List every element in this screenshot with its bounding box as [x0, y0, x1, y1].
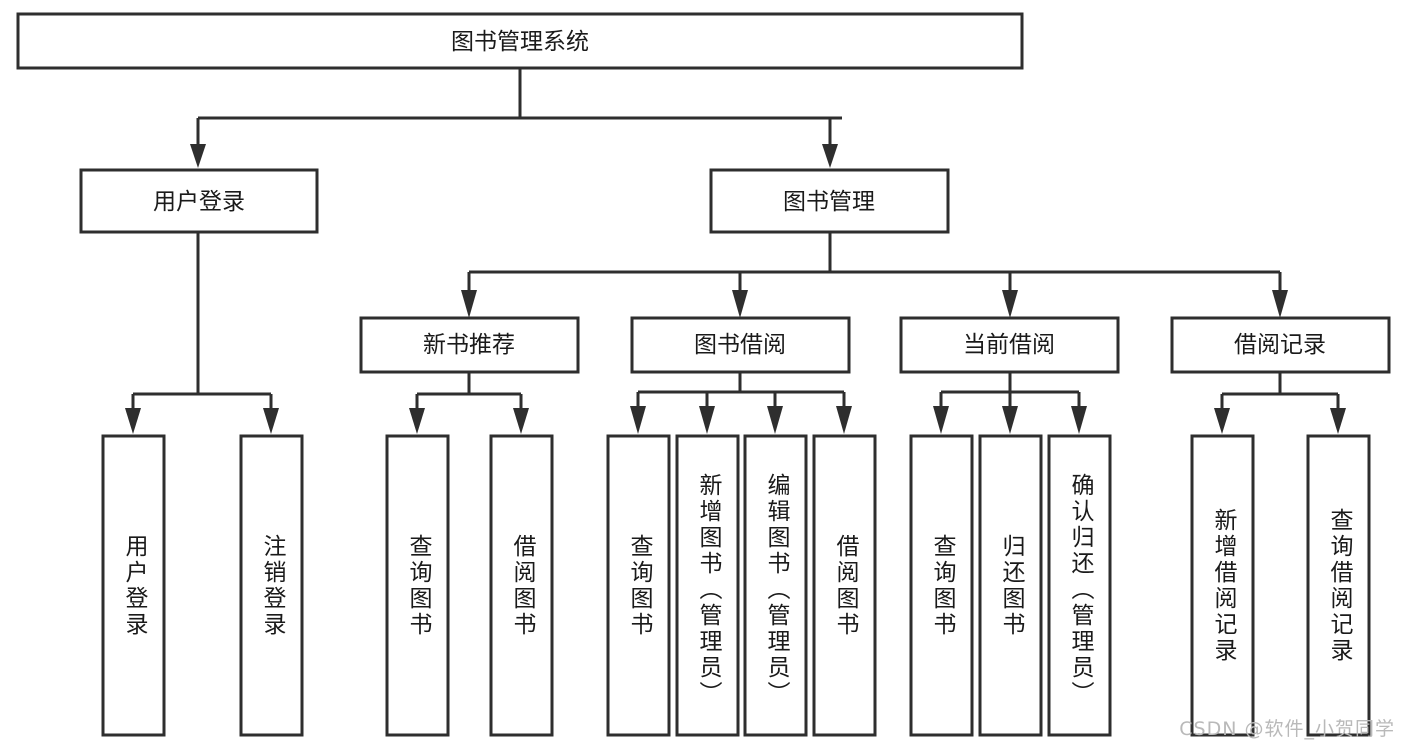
- arrowhead-current-borrow: [1002, 290, 1018, 318]
- leaf-box-new-book-1[interactable]: [385, 434, 450, 737]
- leaf-box-book-borrow-1[interactable]: [606, 434, 671, 737]
- edges-user-login-to-leaves: [125, 232, 279, 434]
- current-borrow-box[interactable]: [899, 316, 1120, 374]
- arrowhead-ul-child2: [263, 408, 279, 434]
- arrowhead-nb-child1: [409, 408, 425, 434]
- new-book-recommend-label: 新书推荐: [423, 332, 515, 358]
- borrow-record-label: 借阅记录: [1234, 332, 1326, 358]
- arrowhead-cb-child3: [1071, 406, 1087, 434]
- user-login-box[interactable]: [79, 168, 319, 234]
- arrowhead-cb-child2: [1002, 406, 1018, 434]
- arrowhead-bb-child2: [699, 406, 715, 434]
- leaf-boxes-current-borrow: [909, 434, 1112, 737]
- arrowhead-bb-child1: [630, 406, 646, 434]
- arrowhead-br-child2: [1330, 408, 1346, 434]
- node-new-book-recommend[interactable]: 新书推荐: [359, 316, 580, 374]
- node-user-login[interactable]: 用户登录: [79, 168, 319, 234]
- arrowhead-cb-child1: [933, 406, 949, 434]
- arrowhead-book-manage: [822, 144, 838, 168]
- leaf-boxes-new-book: [385, 434, 554, 737]
- edges-borrow-record-to-leaves: [1214, 372, 1346, 434]
- arrowhead-nb-child2: [513, 408, 529, 434]
- edges-current-borrow-to-leaves: [933, 372, 1087, 434]
- book-borrow-box[interactable]: [630, 316, 851, 374]
- node-root[interactable]: 图书管理系统: [16, 12, 1024, 70]
- leaf-boxes-user-login: [101, 434, 304, 737]
- leaf-box-book-borrow-2[interactable]: [675, 434, 740, 737]
- current-borrow-label: 当前借阅: [963, 332, 1055, 358]
- leaf-box-user-login-2[interactable]: [239, 434, 304, 737]
- node-current-borrow[interactable]: 当前借阅: [899, 316, 1120, 374]
- leaf-box-new-book-2[interactable]: [489, 434, 554, 737]
- arrowhead-bb-child4: [836, 406, 852, 434]
- book-manage-label: 图书管理: [783, 189, 875, 215]
- leaf-box-user-login-1[interactable]: [101, 434, 166, 737]
- leaf-box-current-borrow-1[interactable]: [909, 434, 974, 737]
- leaf-boxes-book-borrow: [606, 434, 877, 737]
- arrowhead-br-child1: [1214, 408, 1230, 434]
- edges-book-borrow-to-leaves: [630, 372, 852, 434]
- leaf-box-current-borrow-2[interactable]: [978, 434, 1043, 737]
- root-box[interactable]: [16, 12, 1024, 70]
- node-book-borrow[interactable]: 图书借阅: [630, 316, 851, 374]
- borrow-record-box[interactable]: [1170, 316, 1391, 374]
- leaf-boxes-borrow-record: [1190, 434, 1371, 737]
- leaf-box-book-borrow-3[interactable]: [743, 434, 808, 737]
- arrowhead-bb-child3: [767, 406, 783, 434]
- leaf-box-book-borrow-4[interactable]: [812, 434, 877, 737]
- arrowhead-book-borrow: [732, 290, 748, 318]
- new-book-recommend-box[interactable]: [359, 316, 580, 374]
- user-login-label: 用户登录: [153, 189, 245, 215]
- node-book-manage[interactable]: 图书管理: [709, 168, 950, 234]
- root-label: 图书管理系统: [451, 29, 589, 55]
- arrowhead-ul-child1: [125, 408, 141, 434]
- arrowhead-user-login: [190, 144, 206, 168]
- book-manage-box[interactable]: [709, 168, 950, 234]
- node-borrow-record[interactable]: 借阅记录: [1170, 316, 1391, 374]
- edges-root-to-level2: [190, 68, 842, 168]
- leaf-box-current-borrow-3[interactable]: [1047, 434, 1112, 737]
- leaf-box-borrow-record-1[interactable]: [1190, 434, 1255, 737]
- arrowhead-borrow-record: [1272, 290, 1288, 318]
- edges-new-book-to-leaves: [409, 372, 529, 434]
- edges-book-manage-to-level3: [461, 232, 1288, 318]
- leaf-box-borrow-record-2[interactable]: [1306, 434, 1371, 737]
- book-borrow-label: 图书借阅: [694, 332, 786, 358]
- arrowhead-new-book: [461, 290, 477, 318]
